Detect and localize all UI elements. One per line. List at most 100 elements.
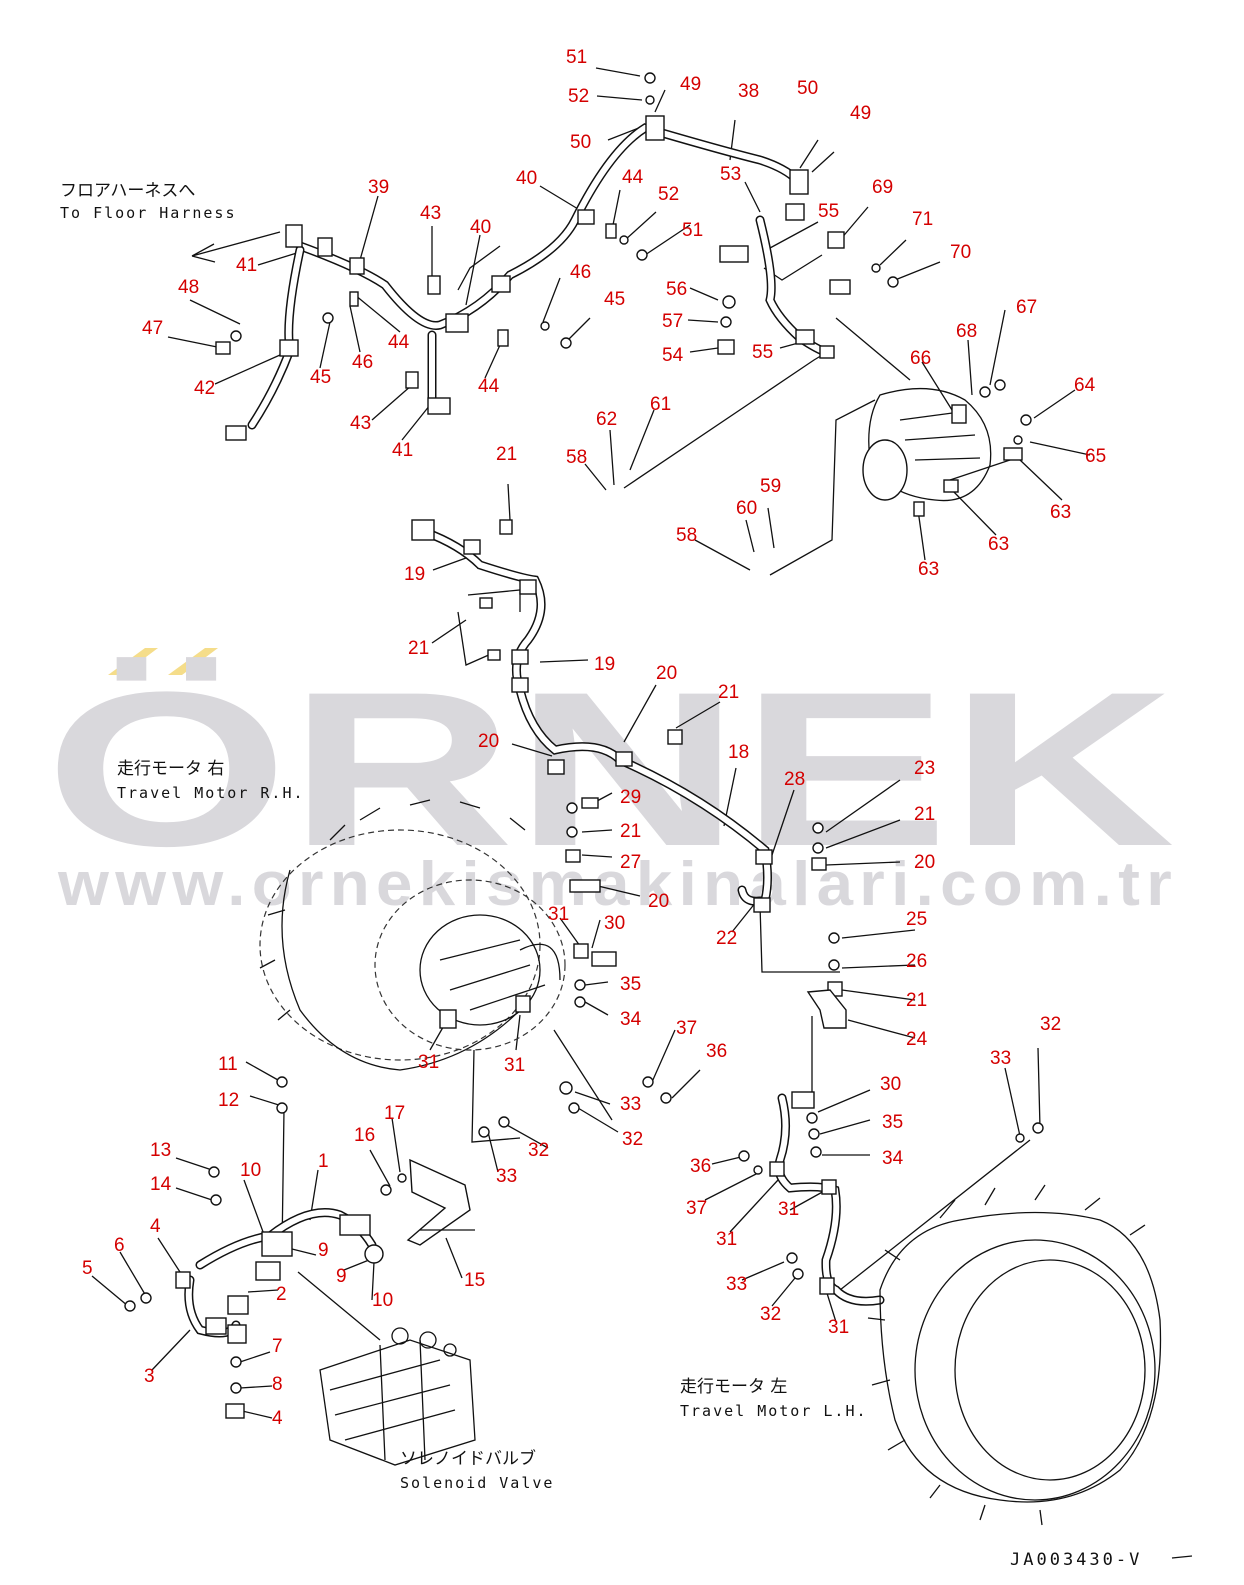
callout: 9 (336, 1266, 347, 1287)
callout: 25 (906, 909, 927, 930)
callout: 21 (620, 821, 641, 842)
callout: 33 (726, 1274, 747, 1295)
callout: 57 (662, 311, 683, 332)
callout: 48 (178, 277, 199, 298)
callout: 33 (620, 1094, 641, 1115)
callout: 21 (914, 804, 935, 825)
corner-mark (1171, 1555, 1193, 1559)
callout: 70 (950, 242, 971, 263)
upper-harness (191, 72, 899, 441)
callout: 11 (218, 1054, 238, 1075)
callout: 30 (880, 1074, 901, 1095)
callout: 10 (240, 1160, 261, 1181)
travel-motor-lh-sketch (738, 1091, 1162, 1526)
callouts: 51 52 49 38 50 50 49 53 40 44 52 51 55 6… (82, 47, 1106, 1429)
callout: 44 (622, 167, 644, 188)
callout: 46 (570, 262, 591, 283)
callout: 21 (718, 682, 739, 703)
callout: 36 (690, 1156, 711, 1177)
caption-floor-harness-jp: フロアハーネスへ (60, 181, 195, 201)
callout: 31 (418, 1052, 439, 1073)
callout: 53 (720, 164, 741, 185)
callout: 52 (658, 184, 679, 205)
captions: フロアハーネスへ To Floor Harness 走行モータ 右 Travel… (60, 181, 1193, 1570)
callout: 67 (1016, 297, 1037, 318)
callout: 41 (236, 255, 257, 276)
leader-lines (91, 67, 1091, 1419)
callout: 51 (682, 220, 703, 241)
callout: 10 (372, 1290, 393, 1311)
callout: 39 (368, 177, 389, 198)
callout: 42 (194, 378, 215, 399)
callout: 16 (354, 1125, 375, 1146)
callout: 61 (650, 394, 671, 415)
callout: 51 (566, 47, 587, 68)
callout: 69 (872, 177, 893, 198)
callout: 45 (604, 289, 625, 310)
callout: 21 (906, 990, 927, 1011)
callout: 63 (918, 559, 939, 580)
callout: 4 (150, 1216, 161, 1237)
watermark: ÖRNEK www.ornekismakinalari.com.tr (45, 646, 1178, 919)
callout: 37 (686, 1198, 707, 1219)
caption-travel-motor-lh-jp: 走行モータ 左 (680, 1377, 787, 1397)
callout: 36 (706, 1041, 727, 1062)
callout: 55 (818, 201, 839, 222)
callout: 20 (478, 731, 499, 752)
watermark-url: www.ornekismakinalari.com.tr (57, 850, 1178, 919)
caption-travel-motor-lh-en: Travel Motor L.H. (680, 1402, 868, 1420)
callout: 68 (956, 321, 977, 342)
caption-travel-motor-rh-en: Travel Motor R.H. (117, 784, 305, 802)
callout: 17 (384, 1103, 405, 1124)
callout: 45 (310, 367, 331, 388)
callout: 50 (797, 78, 818, 99)
callout: 64 (1074, 375, 1096, 396)
callout: 54 (662, 345, 684, 366)
reference-code: JA003430-V (1010, 1550, 1142, 1570)
callout: 3 (144, 1366, 155, 1387)
callout: 35 (620, 974, 641, 995)
travel-motor-rh-sketch (259, 799, 672, 1138)
callout: 20 (656, 663, 677, 684)
callout: 34 (882, 1148, 904, 1169)
callout: 32 (528, 1140, 549, 1161)
callout: 20 (648, 891, 669, 912)
callout: 26 (906, 951, 927, 972)
callout: 5 (82, 1258, 93, 1279)
callout: 32 (622, 1129, 643, 1150)
callout: 44 (478, 376, 500, 397)
callout: 18 (728, 742, 749, 763)
callout: 63 (988, 534, 1009, 555)
callout: 34 (620, 1009, 642, 1030)
callout: 59 (760, 476, 781, 497)
callout: 8 (272, 1374, 283, 1395)
watermark-accent-left (108, 648, 158, 675)
callout: 33 (990, 1048, 1011, 1069)
callout: 58 (676, 525, 697, 546)
callout: 49 (680, 74, 701, 95)
callout: 40 (516, 168, 537, 189)
callout: 21 (408, 638, 429, 659)
solenoid-valve-sketch (319, 1327, 476, 1466)
callout: 6 (114, 1235, 125, 1256)
callout: 29 (620, 787, 641, 808)
callout: 37 (676, 1018, 697, 1039)
callout: 65 (1085, 446, 1106, 467)
callout: 50 (570, 132, 591, 153)
callout: 56 (666, 279, 687, 300)
callout: 20 (914, 852, 935, 873)
callout: 55 (752, 342, 773, 363)
callout: 23 (914, 758, 935, 779)
callout: 31 (778, 1199, 799, 1220)
callout: 32 (760, 1304, 781, 1325)
callout: 27 (620, 852, 641, 873)
callout: 12 (218, 1090, 239, 1111)
callout: 63 (1050, 502, 1071, 523)
caption-travel-motor-rh-jp: 走行モータ 右 (117, 759, 224, 779)
solenoid-harness (124, 1076, 475, 1419)
callout: 60 (736, 498, 757, 519)
callout: 14 (150, 1174, 172, 1195)
motor-upper-right-sketch (862, 379, 1032, 517)
callout: 31 (716, 1229, 737, 1250)
